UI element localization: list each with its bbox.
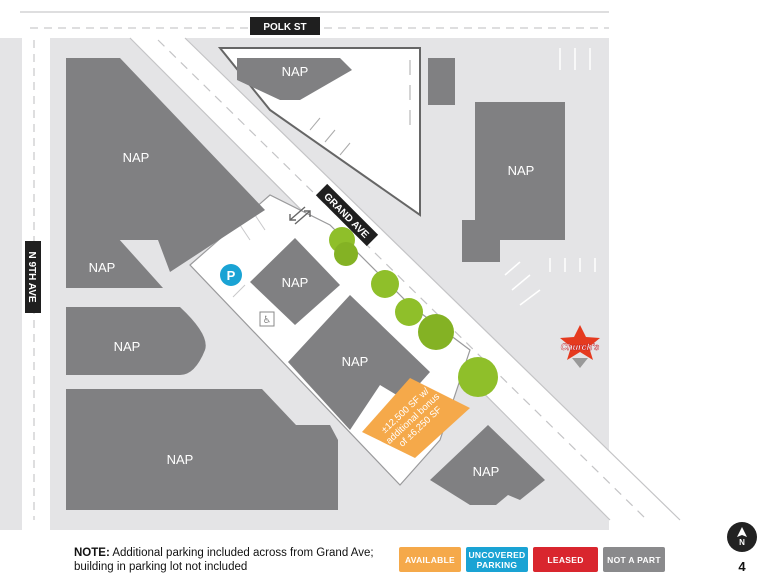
footer-note: NOTE: Additional parking included across… (74, 546, 394, 574)
stall-line (254, 214, 266, 231)
legend-not-a-part: NOT A PART (603, 547, 665, 572)
legend-leased: LEASED (533, 547, 598, 572)
tree-icon (418, 314, 454, 350)
stall-line (511, 274, 531, 291)
grand-ave-edge-east (184, 37, 681, 521)
stall-line (324, 129, 336, 143)
legend-leased-label: LEASED (547, 554, 584, 565)
building-left-lower (66, 307, 206, 375)
legend-uncovered-line-1: UNCOVERED (468, 549, 526, 560)
legend-uncovered-line-2: PARKING (476, 559, 518, 570)
legend-available: AVAILABLE (399, 547, 461, 572)
nap-label-left-mid: NAP (89, 260, 116, 275)
site-map: P ♿ Church's POLK ST GRAND AVE N 9TH AVE… (0, 11, 681, 530)
stall-line (519, 289, 541, 306)
grand-ave-road (130, 38, 680, 520)
grand-ave-centerline (157, 39, 646, 519)
parking-icon[interactable] (220, 264, 242, 286)
churchs-logo: Church's (560, 325, 600, 368)
polk-st-sign (250, 17, 320, 35)
legend-available-label: AVAILABLE (404, 554, 456, 565)
building-center-small (250, 238, 340, 325)
accessible-symbol: ♿ (263, 315, 272, 326)
building-left-mid (66, 238, 163, 288)
legend-uncovered-label: UNCOVERED PARKING (468, 550, 525, 570)
building-center-large (288, 295, 430, 430)
building-right (462, 102, 565, 262)
parking-icon-letter: P (227, 268, 236, 283)
building-bottom-left (66, 389, 338, 510)
nap-label-top-left: NAP (123, 150, 150, 165)
stall-line (309, 117, 321, 131)
tree-icon (334, 242, 358, 266)
nap-label-center-small: NAP (282, 275, 309, 290)
svg-text:Church's: Church's (561, 342, 600, 352)
polk-st-label: POLK ST (263, 22, 306, 33)
note-text: Additional parking included across from … (74, 547, 374, 573)
nap-label-center-large: NAP (342, 354, 369, 369)
building-top-left (66, 58, 265, 272)
stall-line (239, 224, 251, 241)
accessible-parking-icon (259, 311, 275, 327)
available-space[interactable] (362, 378, 470, 458)
tree-icon (395, 298, 423, 326)
tree-icon (458, 357, 498, 397)
stall-line (232, 284, 246, 298)
stall-line (504, 261, 521, 276)
nap-label-right: NAP (508, 163, 535, 178)
nap-label-bottom-right: NAP (473, 464, 500, 479)
legend-not-a-part-label: NOT A PART (607, 554, 661, 565)
building-bottom-right (430, 425, 545, 505)
direction-arrows-icon (289, 206, 311, 225)
note-label: NOTE: (74, 547, 110, 559)
stall-line (339, 142, 351, 156)
north-arrow-glyph (737, 527, 747, 537)
north-label: N (739, 538, 745, 547)
legend-uncovered-parking: UNCOVERED PARKING (466, 547, 528, 572)
page-number: 4 (738, 559, 746, 574)
nap-label-bottom-left: NAP (167, 452, 194, 467)
tree-row (329, 227, 498, 397)
ninth-ave-sign: N 9TH AVE (25, 241, 41, 313)
ninth-ave-label: N 9TH AVE (26, 251, 37, 302)
north-arrow-icon (727, 522, 757, 552)
building-right-small (428, 58, 455, 105)
nap-label-polk: NAP (282, 64, 309, 79)
tree-icon (371, 270, 399, 298)
building-polk-nap (237, 58, 352, 100)
nap-label-left-lower: NAP (114, 339, 141, 354)
